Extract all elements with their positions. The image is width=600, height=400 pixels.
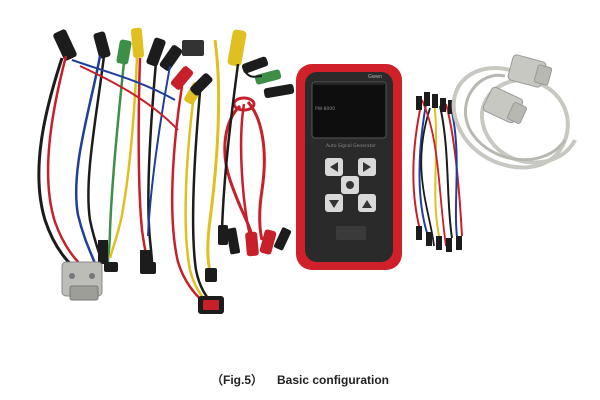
harness-plug xyxy=(146,37,166,67)
harness-plug xyxy=(182,40,204,56)
device-brand: Gwen xyxy=(368,74,382,80)
handheld-signal-generator: Gwen PW-8000 Auto Signal Generator xyxy=(296,64,402,270)
jumper-wire-bundle xyxy=(412,92,463,252)
arrow-right-icon xyxy=(363,162,371,172)
circle-button-icon xyxy=(346,181,354,189)
figure-title: Basic configuration xyxy=(277,373,390,387)
figure-label: （Fig.5） xyxy=(210,373,263,387)
arrow-down-icon xyxy=(329,200,339,208)
harness-connector-bottom xyxy=(198,296,224,314)
db9-connector-right-bottom xyxy=(482,86,527,124)
harness-plug xyxy=(93,31,111,59)
left-harness-bundle xyxy=(37,27,224,314)
alligator-clips xyxy=(205,29,295,282)
serial-cable xyxy=(451,54,577,170)
device-label-plate xyxy=(336,226,366,240)
harness-plug xyxy=(104,262,118,272)
product-photo: Gwen PW-8000 Auto Signal Generator xyxy=(37,27,577,314)
device-keypad xyxy=(325,158,376,240)
harness-plug xyxy=(140,262,156,274)
harness-plug xyxy=(53,29,77,61)
heat-shrink xyxy=(98,240,108,264)
arrow-up-icon xyxy=(362,200,372,208)
clip-leads xyxy=(223,96,292,257)
harness-plug xyxy=(130,27,145,59)
device-screen xyxy=(311,81,387,139)
device-model: PW-8000 xyxy=(315,106,335,112)
harness-plug xyxy=(159,45,183,71)
arrow-left-icon xyxy=(330,162,338,172)
device-product-name: Auto Signal Generator xyxy=(326,143,376,149)
harness-plug xyxy=(190,73,213,96)
harness-plug xyxy=(116,39,132,65)
db9-connector-right-top xyxy=(507,54,553,88)
figure-caption: （Fig.5） Basic configuration xyxy=(0,371,600,388)
db9-connector-left xyxy=(61,261,103,301)
harness-plug xyxy=(170,66,194,90)
